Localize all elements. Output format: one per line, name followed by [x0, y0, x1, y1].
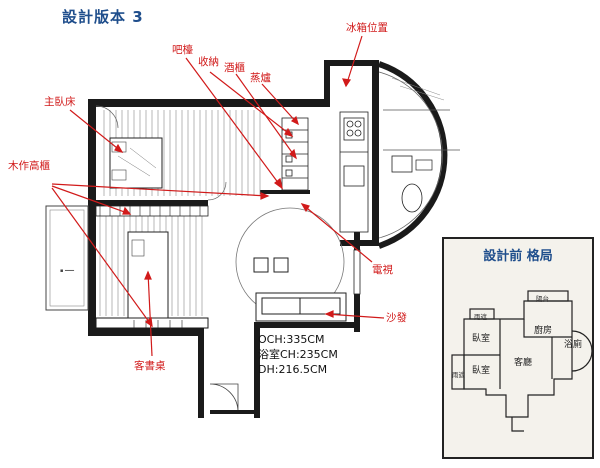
- tv-shape: [353, 249, 361, 295]
- round-bathroom: [378, 61, 460, 249]
- label-wood-cabinet: 木作高櫃: [8, 160, 50, 172]
- ceiling-dimensions: OCH:335CM 浴室CH:235CM DH:216.5CM: [258, 332, 338, 377]
- label-desk: 客書桌: [134, 360, 166, 372]
- label-oven: 蒸爐: [250, 72, 271, 84]
- wood-tall-cabinet-shape: [95, 205, 209, 217]
- inset-bedroom-a: 臥室: [472, 334, 491, 344]
- inset-rain-left: 雨遮: [452, 371, 465, 379]
- label-bar: 吧檯: [172, 44, 193, 56]
- label-tv: 電視: [372, 264, 393, 276]
- inset-bedroom-b: 臥室: [472, 366, 491, 376]
- inset-bath: 浴廁: [564, 340, 583, 350]
- entry-door: [209, 383, 239, 413]
- inset-kitchen: 廚房: [534, 326, 553, 336]
- svg-text:▪ ━━━: ▪ ━━━: [60, 268, 75, 274]
- label-sofa: 沙發: [386, 312, 407, 324]
- label-storage: 收納: [198, 56, 219, 68]
- sofa-shape: [255, 292, 347, 322]
- label-wine: 酒櫃: [224, 62, 245, 74]
- inset-plan: [451, 290, 592, 432]
- inset-living: 客廳: [514, 358, 533, 368]
- design-version-title: 設計版本 3: [62, 8, 144, 26]
- inset-title: 設計前 格局: [483, 249, 553, 264]
- dim-och: OCH:335CM: [258, 333, 325, 346]
- dim-bath-ch: 浴室CH:235CM: [258, 348, 338, 361]
- inset-rain-top: 雨遮: [474, 313, 487, 321]
- dim-dh: DH:216.5CM: [258, 363, 328, 376]
- before-layout-inset: 設計前 格局 臥室 臥室 廚房 客廳 浴廁 陽台 雨遮 雨遮: [442, 237, 594, 459]
- label-fridge: 冰箱位置: [346, 22, 388, 34]
- kitchen-cabinets: [281, 111, 369, 233]
- label-master-bed: 主臥床: [44, 96, 76, 108]
- left-balcony: [45, 205, 89, 311]
- inset-balcony-top: 陽台: [536, 295, 549, 303]
- annotation-arrows: [51, 35, 385, 357]
